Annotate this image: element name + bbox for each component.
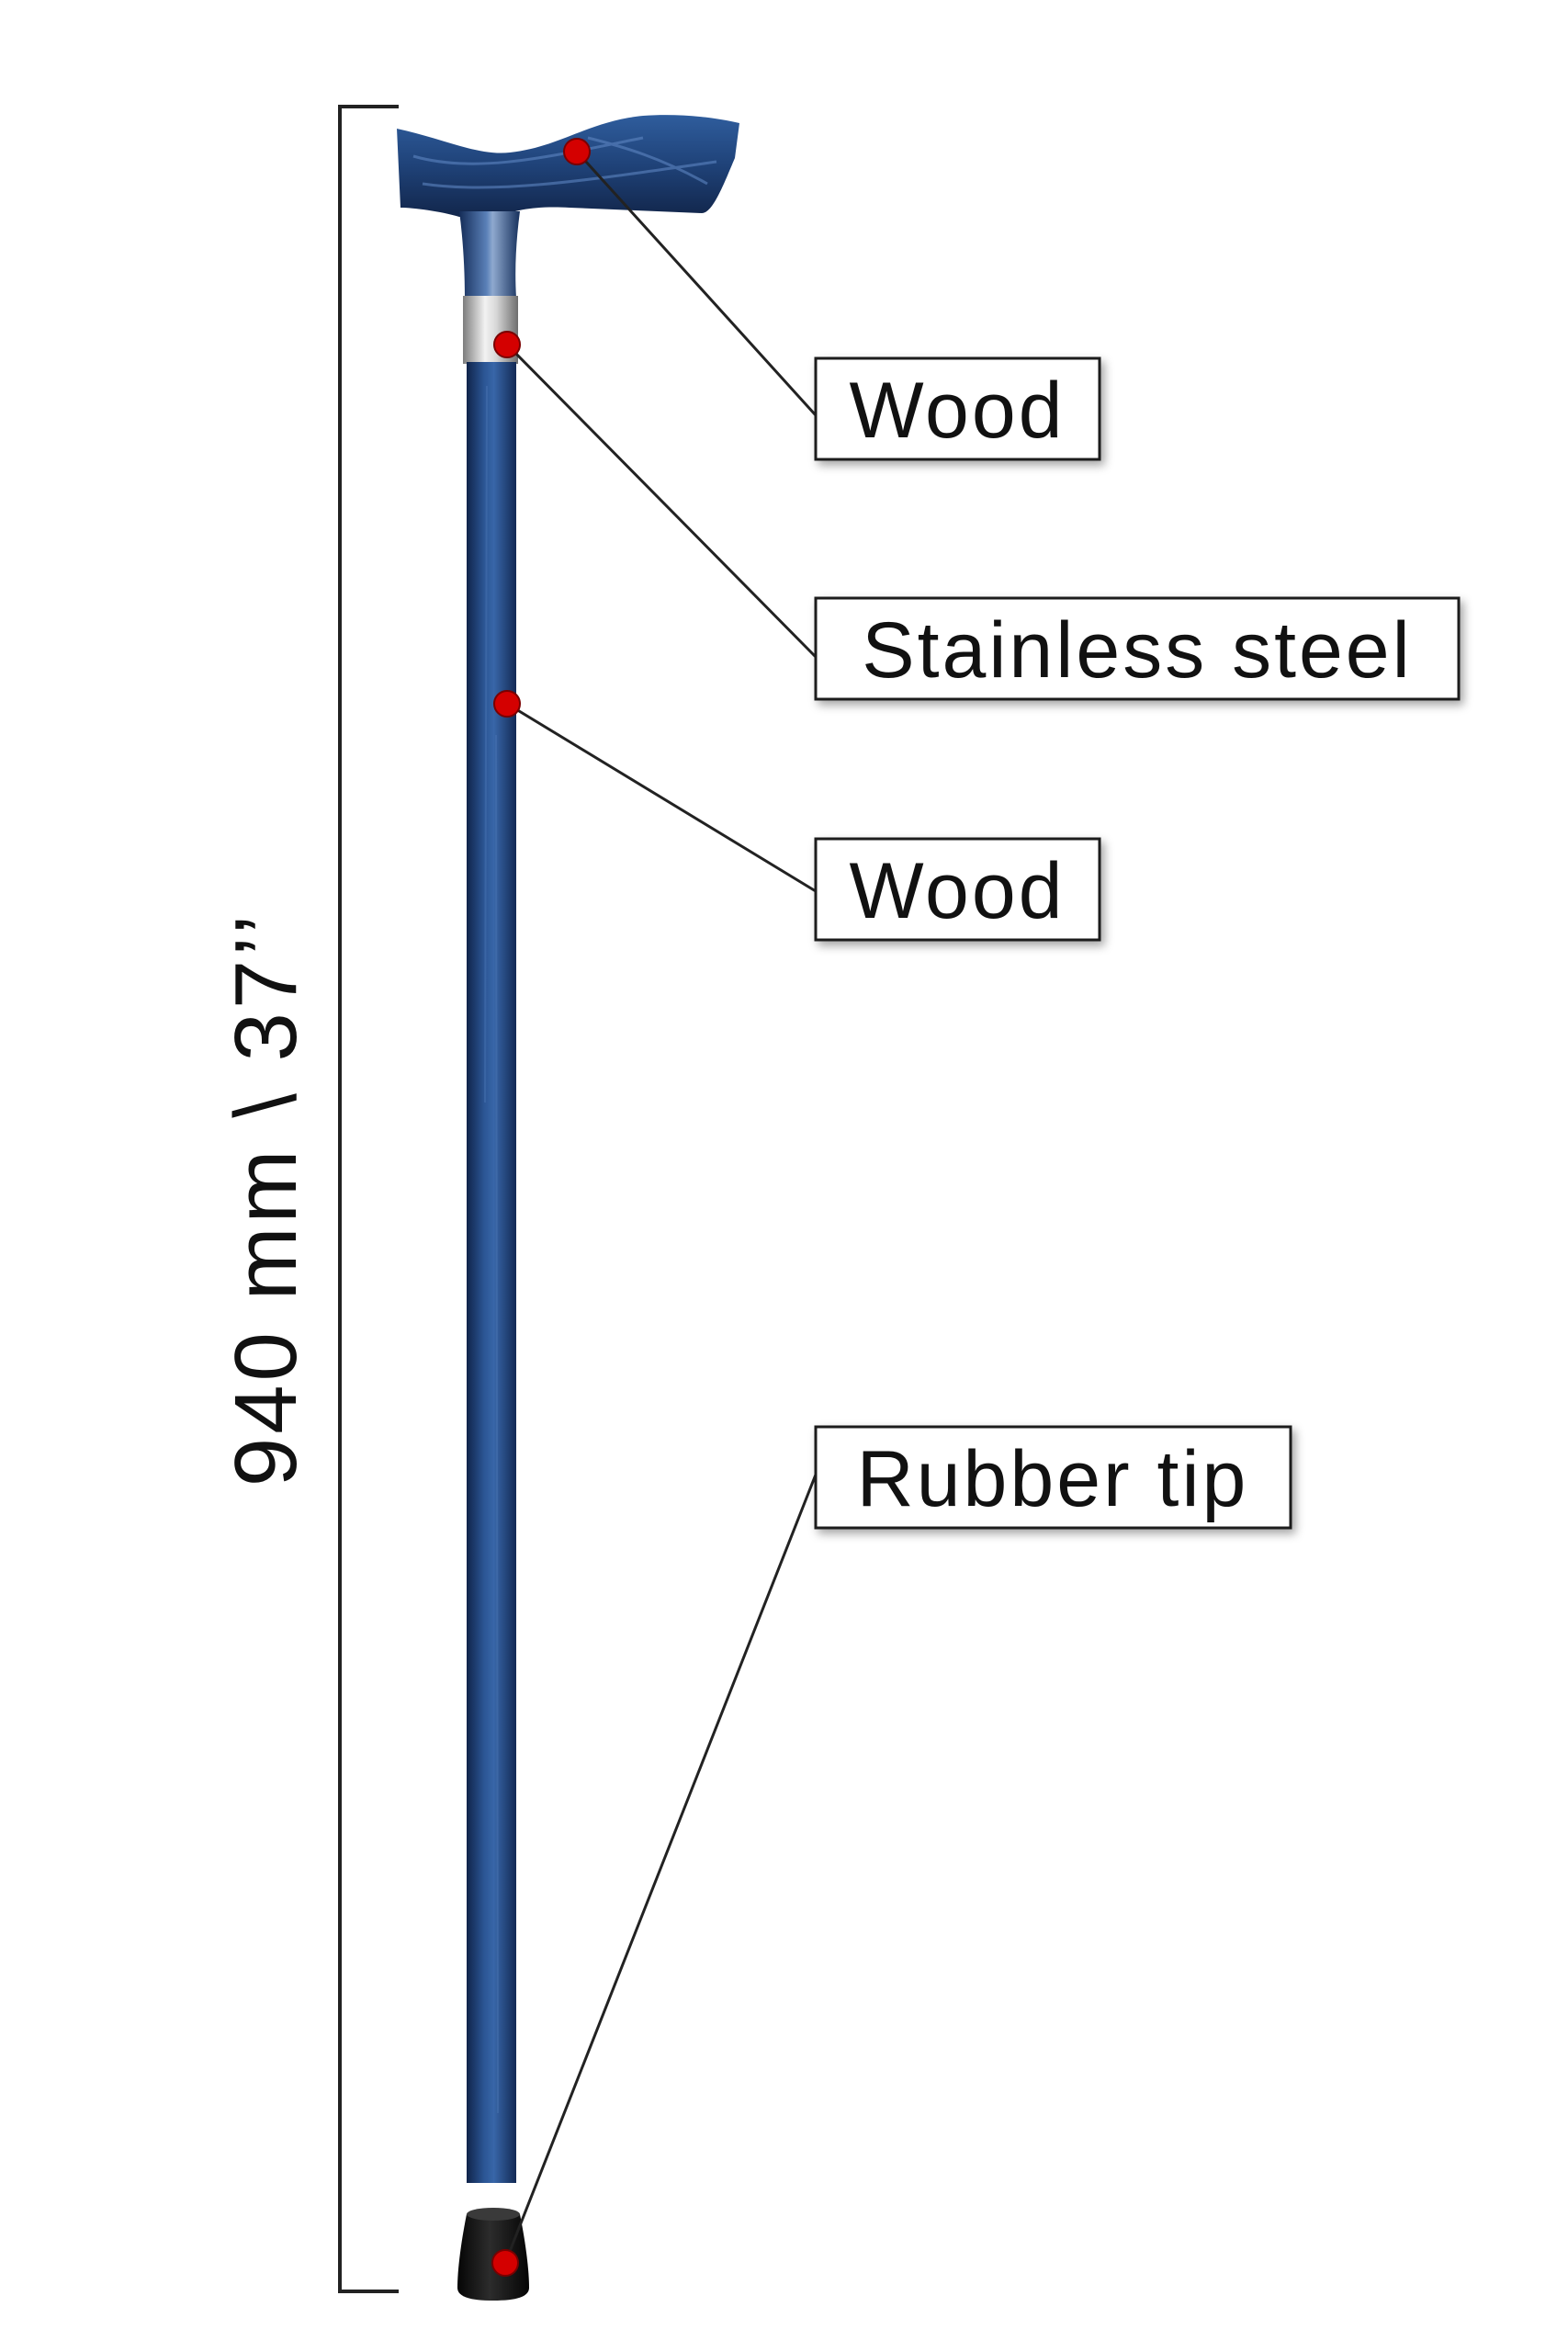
callout-handle: Wood xyxy=(814,356,1101,461)
leader-line-shaft xyxy=(506,702,817,893)
cane-shaft xyxy=(467,362,516,2183)
leader-line-tip xyxy=(503,1474,818,2264)
marker-shaft xyxy=(493,690,521,718)
callout-shaft: Wood xyxy=(814,837,1101,942)
cane-neck xyxy=(459,211,520,298)
markers xyxy=(491,138,591,2277)
dimension-label: 940 mm \ 37’’ xyxy=(217,911,315,1487)
marker-collar xyxy=(493,331,521,358)
callout-collar: Stainless steel xyxy=(814,596,1461,701)
dimension-bracket xyxy=(338,105,399,2293)
leader-lines xyxy=(503,150,818,2264)
marker-tip xyxy=(491,2249,519,2277)
callout-label-shaft: Wood xyxy=(849,847,1065,935)
callout-label-handle: Wood xyxy=(849,367,1065,455)
marker-handle xyxy=(563,138,591,165)
callout-label-collar: Stainless steel xyxy=(862,606,1413,695)
cane-handle xyxy=(397,115,739,217)
callout-label-tip: Rubber tip xyxy=(857,1435,1249,1523)
leader-line-handle xyxy=(575,150,818,417)
cane xyxy=(397,115,739,2301)
callout-tip: Rubber tip xyxy=(814,1425,1292,1530)
leader-line-collar xyxy=(505,343,818,659)
